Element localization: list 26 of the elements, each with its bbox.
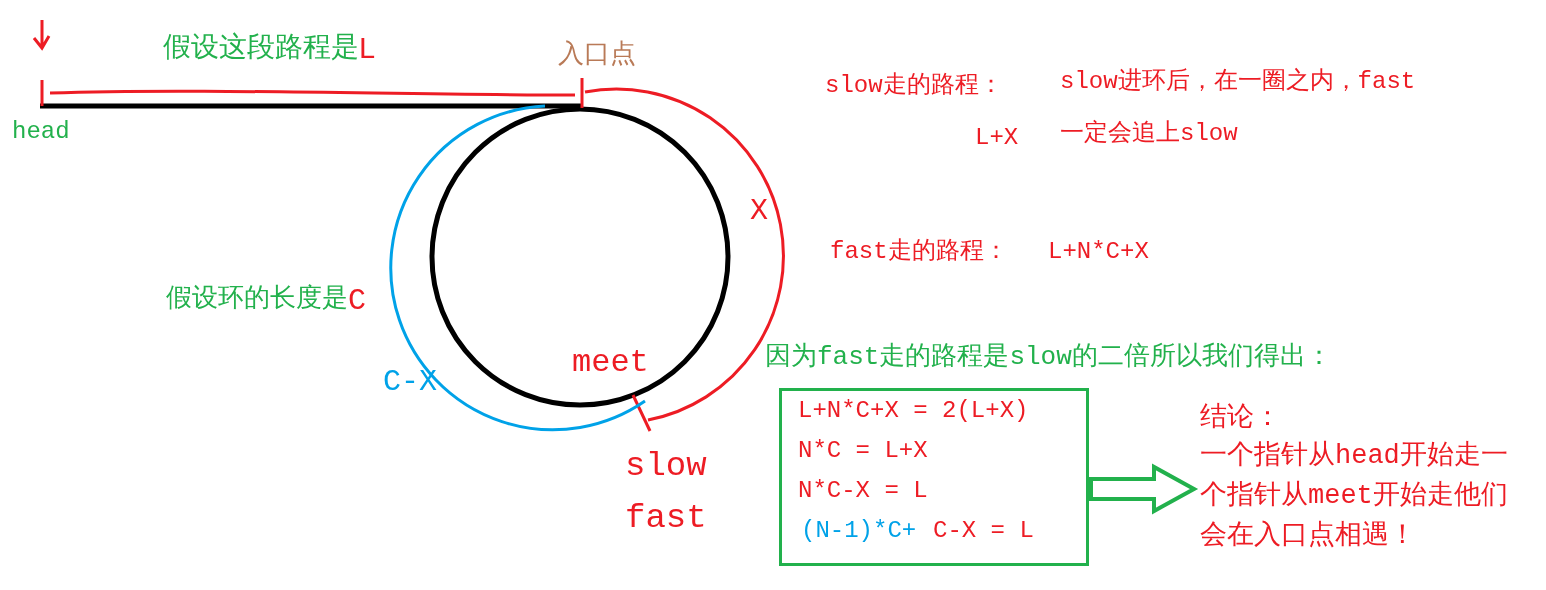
equation-text: L+N*C+X = 2(L+X) bbox=[798, 397, 1029, 426]
label-text: X bbox=[750, 193, 768, 229]
label-text: L bbox=[358, 32, 376, 68]
equation-box bbox=[779, 388, 1089, 566]
label-text: L+X bbox=[975, 124, 1019, 153]
label-text: fast走的路程： bbox=[830, 238, 1008, 267]
conclusion-text: 一个指针从head开始走一个指针从meet开始走他们会在入口点相遇！ bbox=[1200, 439, 1509, 553]
equation-text: (N-1)*C+ bbox=[801, 517, 917, 546]
equation-text: N*C = L+X bbox=[798, 437, 928, 466]
label-text: slow走的路程： bbox=[825, 72, 1003, 101]
equation-text: C-X = L bbox=[933, 517, 1034, 546]
label-text: C-X bbox=[383, 364, 437, 400]
label-text: 入口点 bbox=[558, 40, 636, 72]
label-text: meet bbox=[572, 344, 649, 383]
heading-text: 结论： bbox=[1200, 402, 1281, 435]
label-text: slow bbox=[625, 446, 707, 487]
label-text: head bbox=[12, 118, 70, 147]
label-text: 假设环的长度是 bbox=[166, 284, 348, 316]
equation-text: N*C-X = L bbox=[798, 477, 928, 506]
label-text: fast bbox=[625, 498, 707, 539]
label-text: slow进环后，在一圈之内，fast一定会追上slow bbox=[1060, 67, 1417, 149]
label-text: C bbox=[348, 283, 366, 319]
label-text: 因为fast走的路程是slow的二倍所以我们得出： bbox=[765, 342, 1332, 374]
arrow bbox=[1089, 463, 1199, 515]
label-text: L+N*C+X bbox=[1048, 238, 1149, 267]
label-text: 假设这段路程是 bbox=[163, 32, 359, 66]
